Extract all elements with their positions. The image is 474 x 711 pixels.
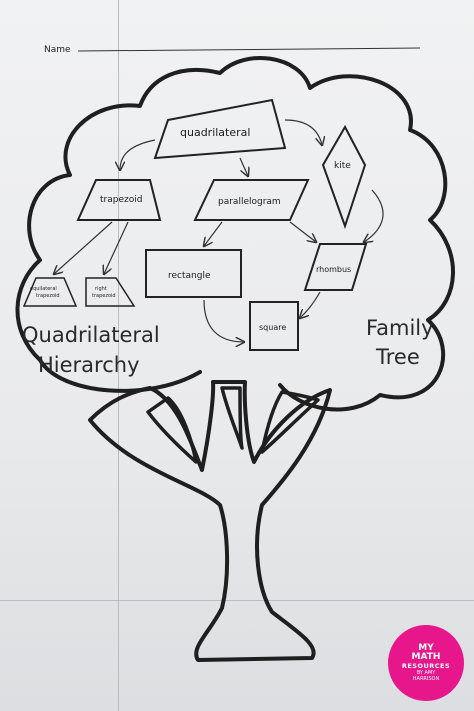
trunk-branch-mid [220,386,244,450]
arrow-parallelogram-to-rhombus [289,221,316,242]
arrow-trapezoid-to-equilateral [54,221,113,274]
square-label: square [259,323,286,332]
equilateral-trapezoid-label-line1: equilateral [30,286,57,292]
trunk-branch-left [146,396,198,464]
badge-line4b: HARRISON [412,675,440,682]
name-line[interactable] [77,47,421,52]
grid-line [0,600,474,601]
title-left-line2: Hierarchy [38,353,140,377]
arrow-rhombus-to-square [300,291,321,318]
trunk-branch-right [260,390,320,454]
quadrilateral-label: quadrilateral [180,126,250,139]
right-trapezoid-label-line1: right [95,286,107,292]
badge-line3: RESOURCES [401,661,451,670]
title-right-line2: Tree [375,345,420,369]
tree-trunk-outline [88,380,332,662]
right-trapezoid-label-line2: trapezoid [92,293,116,299]
badge-line1: MY [418,642,434,653]
hierarchy-arrows [54,119,384,342]
arrow-quad-to-kite [284,119,322,145]
equilateral-trapezoid-shape [22,277,78,307]
rectangle-shape [145,249,242,298]
title-left-line1: Quadrilateral [22,323,160,347]
rectangle-label: rectangle [168,271,211,281]
arrow-rectangle-to-square [203,299,244,342]
arrow-parallelogram-to-rectangle [204,221,223,246]
name-label: Name [44,45,71,55]
badge-line4a: BY AMY [416,669,436,676]
kite-label: kite [334,161,351,171]
quadrilateral-shape [153,98,287,160]
arrow-trapezoid-to-right [104,221,129,274]
grid-line [118,0,119,711]
trapezoid-label: trapezoid [100,195,142,205]
right-trapezoid-shape [85,277,136,307]
kite-shape [321,124,367,230]
badge-line2: MATH [411,652,441,663]
rhombus-shape [303,243,368,291]
square-shape [249,301,299,351]
rhombus-label: rhombus [316,265,351,274]
parallelogram-shape [193,179,310,221]
arrow-kite-to-rhombus [364,189,384,242]
title-right-line1: Family [366,316,434,340]
parallelogram-label: parallelogram [218,197,281,207]
tree-canopy-outline [15,55,455,412]
trapezoid-shape [76,179,162,221]
my-math-resources-logo[interactable]: MY MATH RESOURCES BY AMY HARRISON [388,625,464,701]
equilateral-trapezoid-label-line2: trapezoid [36,293,60,299]
arrow-quad-to-parallelogram [239,157,248,176]
arrow-quad-to-trapezoid [120,139,156,170]
